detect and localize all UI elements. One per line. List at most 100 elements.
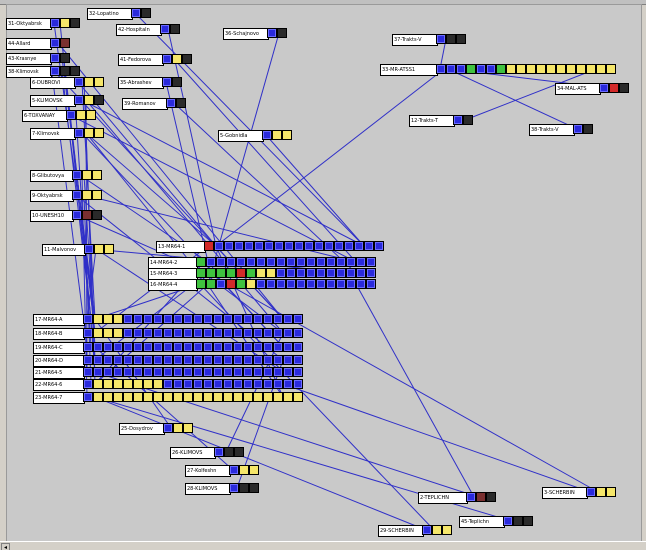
port-cell[interactable] [253,367,263,377]
port-cell[interactable] [233,379,243,389]
port-cell[interactable] [243,392,253,402]
port-cell[interactable] [356,279,366,289]
port-cell[interactable] [243,379,253,389]
port-cell[interactable] [283,379,293,389]
port-cell[interactable] [264,241,274,251]
port-cell[interactable] [546,64,556,74]
port-cell[interactable] [143,314,153,324]
port-cell[interactable] [256,257,266,267]
port-cell[interactable] [476,64,486,74]
port-cell[interactable] [213,342,223,352]
port-cell[interactable] [256,268,266,278]
port-cell[interactable] [606,487,616,497]
port-cell[interactable] [586,487,596,497]
port-cell[interactable] [224,447,234,457]
port-cell[interactable] [83,379,93,389]
port-cell[interactable] [243,367,253,377]
port-cell[interactable] [162,77,172,87]
port-cell[interactable] [336,279,346,289]
port-cell[interactable] [172,54,182,64]
port-cell[interactable] [263,314,273,324]
port-cell[interactable] [324,241,334,251]
port-cell[interactable] [476,492,486,502]
port-cell[interactable] [244,241,254,251]
port-cell[interactable] [213,379,223,389]
port-cell[interactable] [193,392,203,402]
port-cell[interactable] [163,367,173,377]
port-cell[interactable] [83,314,93,324]
port-cell[interactable] [216,268,226,278]
port-cell[interactable] [374,241,384,251]
port-cell[interactable] [267,28,277,38]
port-cell[interactable] [513,516,523,526]
port-cell[interactable] [203,328,213,338]
port-cell[interactable] [183,314,193,324]
port-cell[interactable] [293,379,303,389]
port-cell[interactable] [266,279,276,289]
port-cell[interactable] [93,392,103,402]
port-cell[interactable] [253,392,263,402]
port-cell[interactable] [436,34,446,44]
port-cell[interactable] [196,268,206,278]
port-cell[interactable] [93,367,103,377]
port-cell[interactable] [113,392,123,402]
port-cell[interactable] [354,241,364,251]
port-cell[interactable] [143,342,153,352]
port-cell[interactable] [609,83,619,93]
port-cell[interactable] [263,328,273,338]
port-cell[interactable] [60,38,70,48]
port-cell[interactable] [103,314,113,324]
port-cell[interactable] [223,342,233,352]
port-cell[interactable] [422,525,432,535]
port-cell[interactable] [213,392,223,402]
port-cell[interactable] [284,241,294,251]
port-cell[interactable] [216,279,226,289]
port-cell[interactable] [160,24,170,34]
port-cell[interactable] [277,28,287,38]
port-cell[interactable] [214,241,224,251]
port-cell[interactable] [173,423,183,433]
port-cell[interactable] [92,170,102,180]
port-cell[interactable] [153,367,163,377]
port-cell[interactable] [273,328,283,338]
port-cell[interactable] [263,367,273,377]
port-cell[interactable] [283,328,293,338]
port-cell[interactable] [84,77,94,87]
port-cell[interactable] [133,342,143,352]
port-cell[interactable] [153,342,163,352]
port-cell[interactable] [193,367,203,377]
port-cell[interactable] [344,241,354,251]
port-cell[interactable] [293,355,303,365]
port-cell[interactable] [193,342,203,352]
port-cell[interactable] [143,367,153,377]
port-cell[interactable] [273,314,283,324]
port-cell[interactable] [103,367,113,377]
port-cell[interactable] [72,210,82,220]
port-cell[interactable] [84,128,94,138]
port-cell[interactable] [66,110,76,120]
port-cell[interactable] [356,257,366,267]
port-cell[interactable] [526,64,536,74]
port-cell[interactable] [583,124,593,134]
port-cell[interactable] [296,279,306,289]
port-cell[interactable] [133,367,143,377]
port-cell[interactable] [163,355,173,365]
port-cell[interactable] [123,342,133,352]
port-cell[interactable] [566,64,576,74]
scroll-left-arrow-icon[interactable]: ◂ [1,543,10,550]
port-cell[interactable] [183,342,193,352]
port-cell[interactable] [293,392,303,402]
port-cell[interactable] [306,268,316,278]
port-cell[interactable] [346,279,356,289]
port-cell[interactable] [486,492,496,502]
port-cell[interactable] [141,8,151,18]
port-cell[interactable] [203,314,213,324]
port-cell[interactable] [263,379,273,389]
port-cell[interactable] [599,83,609,93]
port-cell[interactable] [293,342,303,352]
port-cell[interactable] [113,367,123,377]
port-cell[interactable] [366,257,376,267]
port-cell[interactable] [153,392,163,402]
horizontal-scrollbar[interactable]: ◂ [0,541,646,550]
port-cell[interactable] [163,314,173,324]
